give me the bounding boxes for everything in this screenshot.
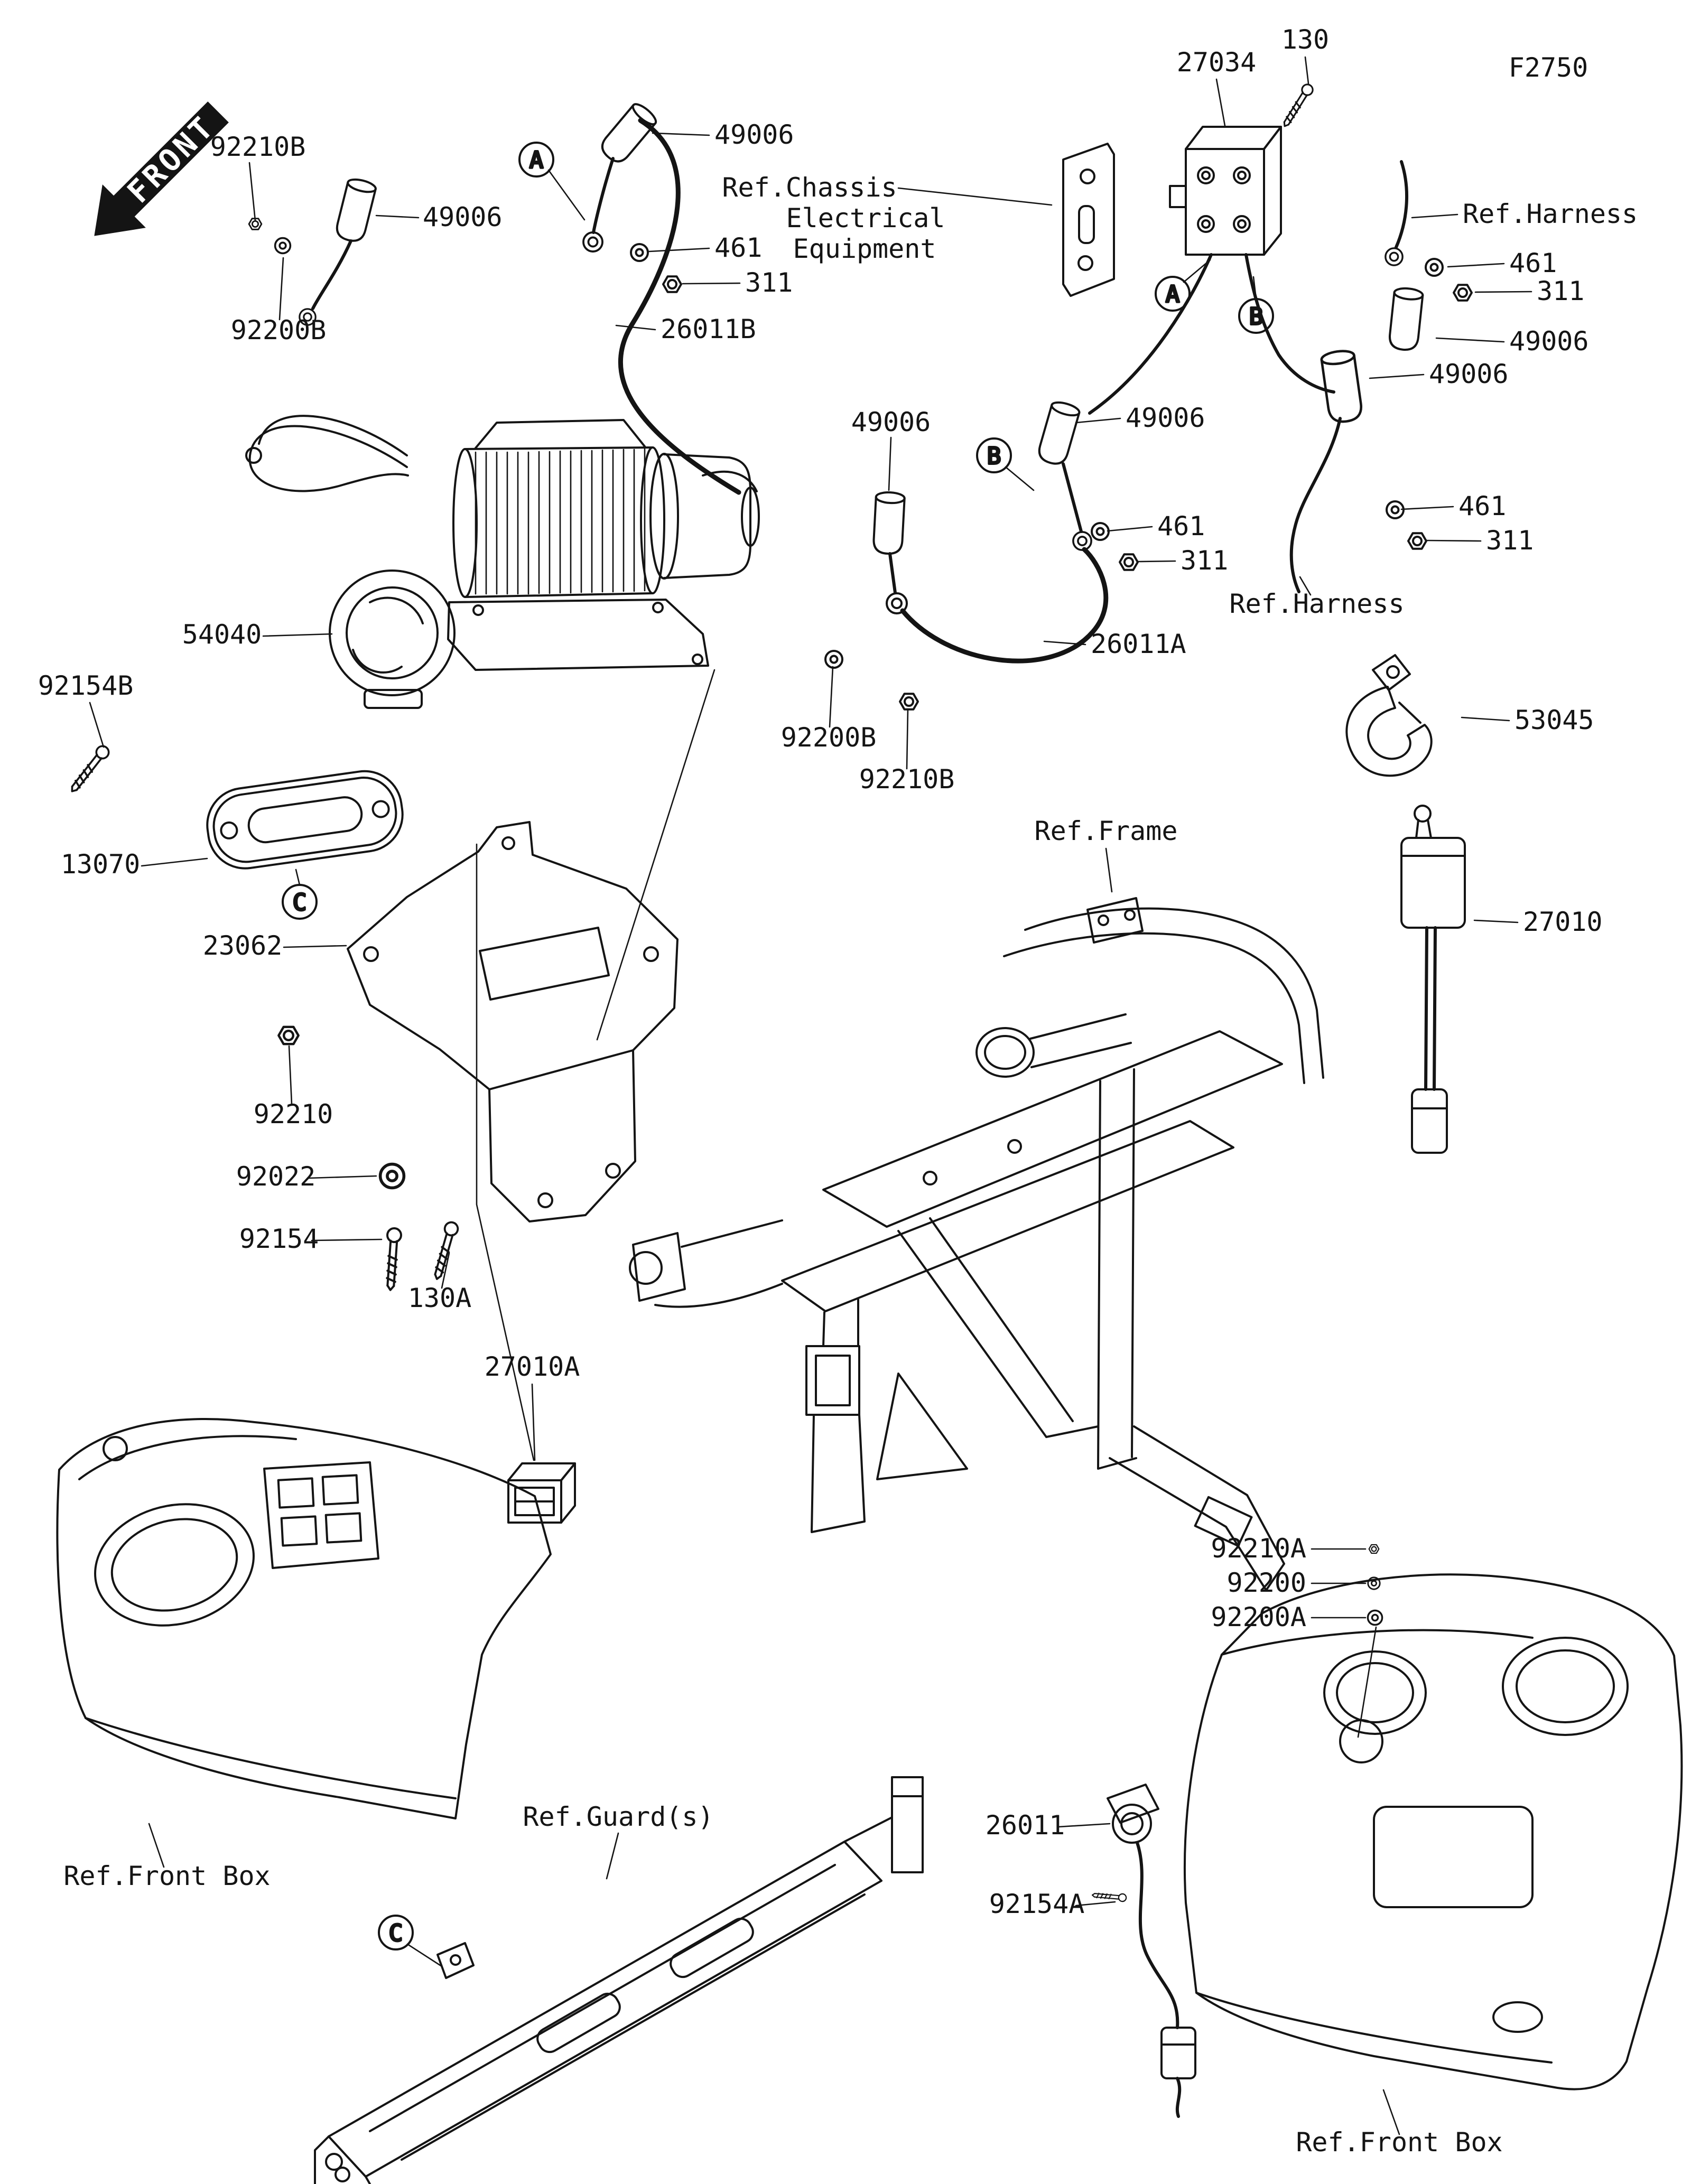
terminal-wire: [888, 552, 897, 594]
callout-49006-2[interactable]: 49006: [714, 119, 794, 150]
callout-92154b[interactable]: 92154B: [38, 670, 134, 701]
marker-a-2-label: A: [1166, 281, 1180, 308]
callout-27010a[interactable]: 27010A: [485, 1351, 580, 1382]
ref-chassis-line2: Electrical: [786, 203, 945, 234]
callout-27010[interactable]: 27010: [1523, 907, 1603, 937]
callout-130[interactable]: 130: [1281, 24, 1329, 55]
callout-92154[interactable]: 92154: [239, 1224, 319, 1254]
harness-right-drawing: [1289, 160, 1473, 593]
cable-26011b-drawing: [582, 100, 741, 495]
harness-wire-2: [1289, 417, 1342, 593]
switch-harness-26011: [1107, 1784, 1196, 2118]
marker-c-2: C: [378, 1915, 414, 1950]
callout-53045[interactable]: 53045: [1515, 705, 1594, 735]
cable-26011a-drawing: [824, 398, 1139, 711]
ref-harness-1: Ref.Harness: [1463, 199, 1638, 229]
callout-49006-5[interactable]: 49006: [851, 407, 931, 437]
relay-drawing: [1062, 81, 1335, 415]
marker-a-1-label: A: [529, 147, 544, 174]
callout-26011b[interactable]: 26011B: [661, 314, 756, 344]
terminal-wire: [592, 157, 615, 234]
winch-drawing: [245, 415, 760, 709]
callout-49006-6[interactable]: 49006: [1126, 403, 1205, 433]
callout-26011[interactable]: 26011: [986, 1810, 1065, 1841]
callout-461-3[interactable]: 461: [1157, 511, 1205, 542]
mount-plate-drawing: [278, 821, 679, 1292]
cable-26011b: [618, 118, 741, 495]
front-box-right-drawing: [1091, 1573, 1683, 2118]
cable-end-top-left: [248, 176, 378, 326]
marker-a-1: A: [518, 142, 554, 178]
marker-b-2: B: [976, 437, 1012, 473]
callout-92210b-1[interactable]: 92210B: [210, 132, 306, 162]
ref-chassis-line1: Ref.Chassis: [722, 172, 897, 203]
terminal-wire: [311, 239, 352, 310]
leader-lines: [89, 56, 1532, 2135]
callout-311-4[interactable]: 311: [1486, 525, 1534, 556]
marker-b-1: B: [1238, 298, 1274, 334]
callout-92210[interactable]: 92210: [254, 1099, 333, 1130]
ref-front-box-2: Ref.Front Box: [1296, 2127, 1502, 2158]
callout-49006-1[interactable]: 49006: [423, 202, 503, 232]
callout-49006-3[interactable]: 49006: [1509, 326, 1589, 357]
ref-front-box-1: Ref.Front Box: [63, 1861, 270, 1891]
guard-drawing: [314, 1776, 924, 2184]
callout-130a[interactable]: 130A: [408, 1283, 471, 1313]
ref-harness-2: Ref.Harness: [1229, 589, 1404, 619]
callout-92154a[interactable]: 92154A: [989, 1889, 1085, 1919]
callout-92200a[interactable]: 92200A: [1211, 1602, 1306, 1632]
winch-switch-drawing: [507, 1462, 576, 1524]
callout-461-2[interactable]: 461: [1509, 248, 1557, 278]
callout-461-4[interactable]: 461: [1458, 491, 1506, 521]
callout-26011a[interactable]: 26011A: [1091, 629, 1186, 659]
callout-311-2[interactable]: 311: [1537, 276, 1584, 306]
assembly-lines: [476, 669, 1377, 1738]
callout-92200[interactable]: 92200: [1227, 1567, 1306, 1598]
callout-27034[interactable]: 27034: [1177, 47, 1257, 78]
callout-92210a[interactable]: 92210A: [1211, 1533, 1306, 1564]
ref-chassis-line3: Equipment: [793, 234, 936, 264]
callout-92200b-1[interactable]: 92200B: [231, 315, 327, 346]
marker-c-1: C: [282, 884, 318, 920]
callout-labels: 92210B 49006 92200B 49006 461 311 26011B…: [38, 24, 1603, 1919]
marker-c-2-label: C: [389, 1920, 403, 1947]
reference-labels: Ref.Chassis Electrical Equipment Ref.Har…: [63, 52, 1638, 2158]
callout-49006-4[interactable]: 49006: [1429, 359, 1509, 389]
circled-markers: A A B B C C: [282, 142, 1274, 1950]
ref-guards: Ref.Guard(s): [523, 1802, 713, 1832]
callout-92200b-2[interactable]: 92200B: [781, 722, 877, 753]
plug-switch-drawing: [1400, 805, 1466, 1154]
marker-a-2: A: [1155, 276, 1191, 312]
harness-wire-1: [1395, 160, 1408, 249]
callout-461-1[interactable]: 461: [714, 232, 762, 263]
callout-92210b-2[interactable]: 92210B: [859, 764, 955, 795]
front-box-left-drawing: [56, 1418, 576, 1819]
callout-54040[interactable]: 54040: [182, 619, 262, 650]
callout-311-1[interactable]: 311: [745, 267, 793, 298]
marker-b-1-label: B: [1249, 303, 1263, 330]
marker-c-1-label: C: [293, 889, 307, 916]
callout-23062[interactable]: 23062: [203, 930, 283, 961]
terminal-wire: [1062, 462, 1083, 533]
callout-92022[interactable]: 92022: [236, 1161, 316, 1192]
callout-311-3[interactable]: 311: [1181, 545, 1228, 576]
ref-frame: Ref.Frame: [1035, 816, 1178, 846]
frame-drawing: [629, 897, 1324, 1591]
marker-b-2-label: B: [987, 443, 1001, 470]
front-arrow-shape: [94, 101, 229, 236]
callout-13070[interactable]: 13070: [61, 849, 141, 880]
hook-drawing: [1345, 654, 1433, 777]
page-code: F2750: [1509, 52, 1588, 83]
cable-26011a: [900, 547, 1109, 664]
fairlead-drawing: [66, 742, 404, 870]
